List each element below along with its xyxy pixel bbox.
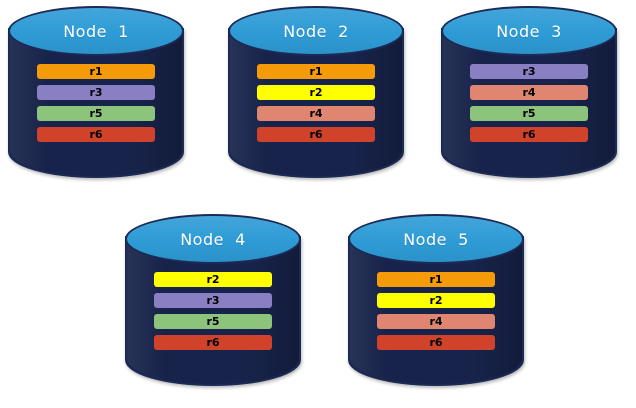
replica-bar[interactable]: r3 [37, 85, 155, 100]
replica-bar-list: r3 r4 r5 r6 [441, 64, 617, 142]
replica-bar[interactable]: r4 [470, 85, 588, 100]
cylinder-top-ellipse [348, 214, 524, 264]
node-cylinder[interactable]: Node 5 r1 r2 r4 r6 [348, 214, 524, 396]
replica-bar[interactable]: r1 [377, 272, 495, 287]
replica-bar[interactable]: r3 [470, 64, 588, 79]
replica-bar[interactable]: r5 [154, 314, 272, 329]
replica-bar[interactable]: r6 [377, 335, 495, 350]
replica-bar-list: r1 r2 r4 r6 [228, 64, 404, 142]
node-label: Node 4 [180, 229, 246, 249]
node-cylinder[interactable]: Node 2 r1 r2 r4 r6 [228, 6, 404, 188]
replica-bar[interactable]: r2 [377, 293, 495, 308]
replica-bar[interactable]: r6 [257, 127, 375, 142]
cylinder-top-ellipse [441, 6, 617, 56]
node-label: Node 5 [403, 229, 469, 249]
replica-bar[interactable]: r6 [154, 335, 272, 350]
replica-bar[interactable]: r2 [154, 272, 272, 287]
replica-bar-list: r1 r2 r4 r6 [348, 272, 524, 350]
node-cylinder[interactable]: Node 1 r1 r3 r5 r6 [8, 6, 184, 188]
replica-bar[interactable]: r1 [257, 64, 375, 79]
node-cylinder[interactable]: Node 3 r3 r4 r5 r6 [441, 6, 617, 188]
replica-bar[interactable]: r6 [470, 127, 588, 142]
replica-bar-list: r2 r3 r5 r6 [125, 272, 301, 350]
node-label: Node 2 [283, 21, 349, 41]
replica-bar[interactable]: r6 [37, 127, 155, 142]
cylinder-top-ellipse [228, 6, 404, 56]
replica-bar[interactable]: r4 [257, 106, 375, 121]
cylinder-top-ellipse [8, 6, 184, 56]
replica-bar[interactable]: r5 [470, 106, 588, 121]
replica-bar[interactable]: r2 [257, 85, 375, 100]
node-label: Node 1 [63, 21, 129, 41]
replica-bar[interactable]: r1 [37, 64, 155, 79]
replica-bar-list: r1 r3 r5 r6 [8, 64, 184, 142]
node-cylinder[interactable]: Node 4 r2 r3 r5 r6 [125, 214, 301, 396]
replica-bar[interactable]: r3 [154, 293, 272, 308]
cylinder-top-ellipse [125, 214, 301, 264]
node-label: Node 3 [496, 21, 562, 41]
replica-bar[interactable]: r5 [37, 106, 155, 121]
replica-bar[interactable]: r4 [377, 314, 495, 329]
